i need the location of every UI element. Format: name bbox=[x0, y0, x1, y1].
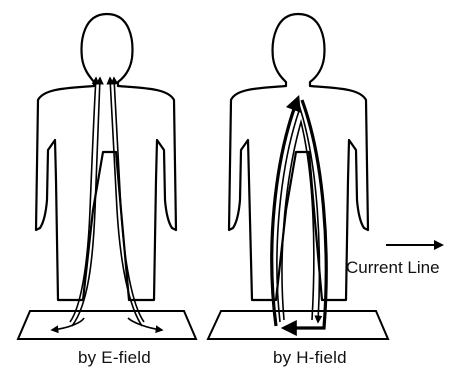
e-field-figure bbox=[18, 14, 196, 339]
h-field-caption: by H-field bbox=[273, 348, 347, 368]
e-field-caption: by E-field bbox=[78, 348, 151, 368]
h-field-ground-plane bbox=[208, 311, 388, 339]
e-field-human-body bbox=[36, 14, 176, 300]
h-field-figure bbox=[208, 14, 388, 339]
e-field-ground-plane bbox=[18, 311, 196, 339]
current-line-legend-label: Current Line bbox=[346, 258, 440, 278]
